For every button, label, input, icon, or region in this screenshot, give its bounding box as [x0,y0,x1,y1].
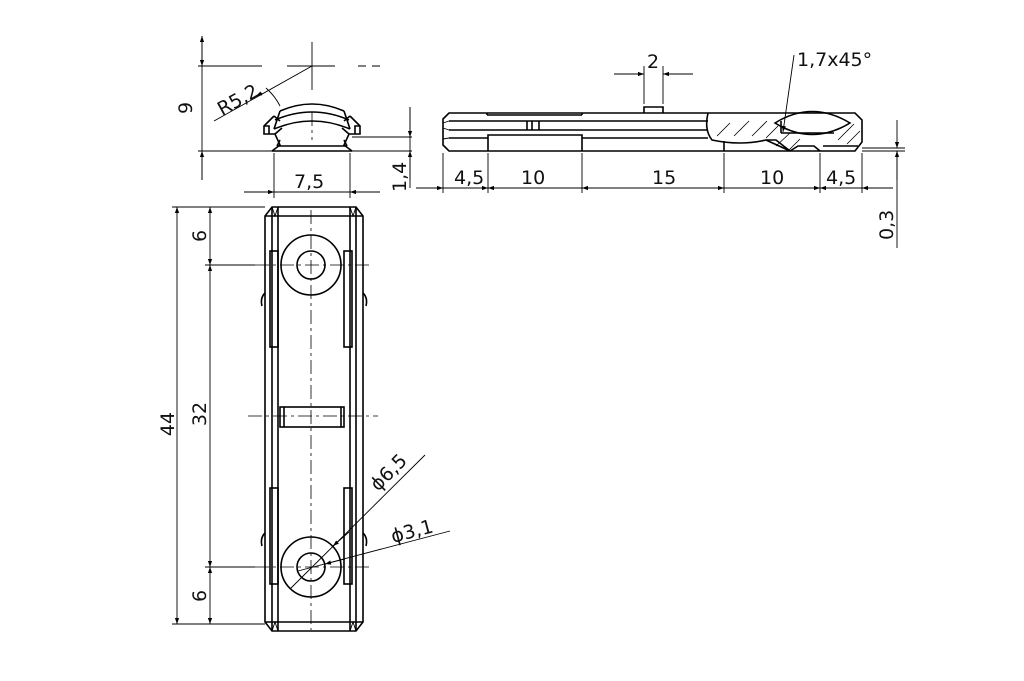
dim-total-length: 44 [157,412,179,436]
dim-radius: R5,2 [214,80,263,120]
section-hatch [705,110,861,152]
top-end-view: 9 R5,2 [175,36,413,198]
dim-height-9: 9 [175,102,197,114]
dim-top-offset: 6 [189,230,211,242]
side-section-view: 2 1,7x45° 4,5 10 15 10 4,5 [416,49,905,248]
dim-pin-width: 2 [647,51,659,73]
dim-inner-diameter: ϕ3,1 [389,516,436,548]
chain-dimensions: 4,5 10 15 10 4,5 [416,153,893,193]
end-profile [263,103,361,152]
dim-hole-spacing: 32 [189,402,211,426]
dim-step-1-4: 1,4 [389,162,411,192]
dim-chamfer: 1,7x45° [797,49,872,71]
dim-seg3: 15 [652,167,676,189]
dim-seg2: 10 [521,167,545,189]
front-view: 44 6 32 6 ϕ6,5 ϕ3,1 [157,206,451,632]
dim-offset: 0,3 [876,210,898,240]
dim-outer-diameter: ϕ6,5 [366,450,412,496]
dim-seg4: 10 [760,167,784,189]
dim-seg5: 4,5 [826,167,856,189]
dim-seg1: 4,5 [454,167,484,189]
dim-bottom-offset: 6 [189,590,211,602]
dim-width-7-5: 7,5 [294,171,324,193]
